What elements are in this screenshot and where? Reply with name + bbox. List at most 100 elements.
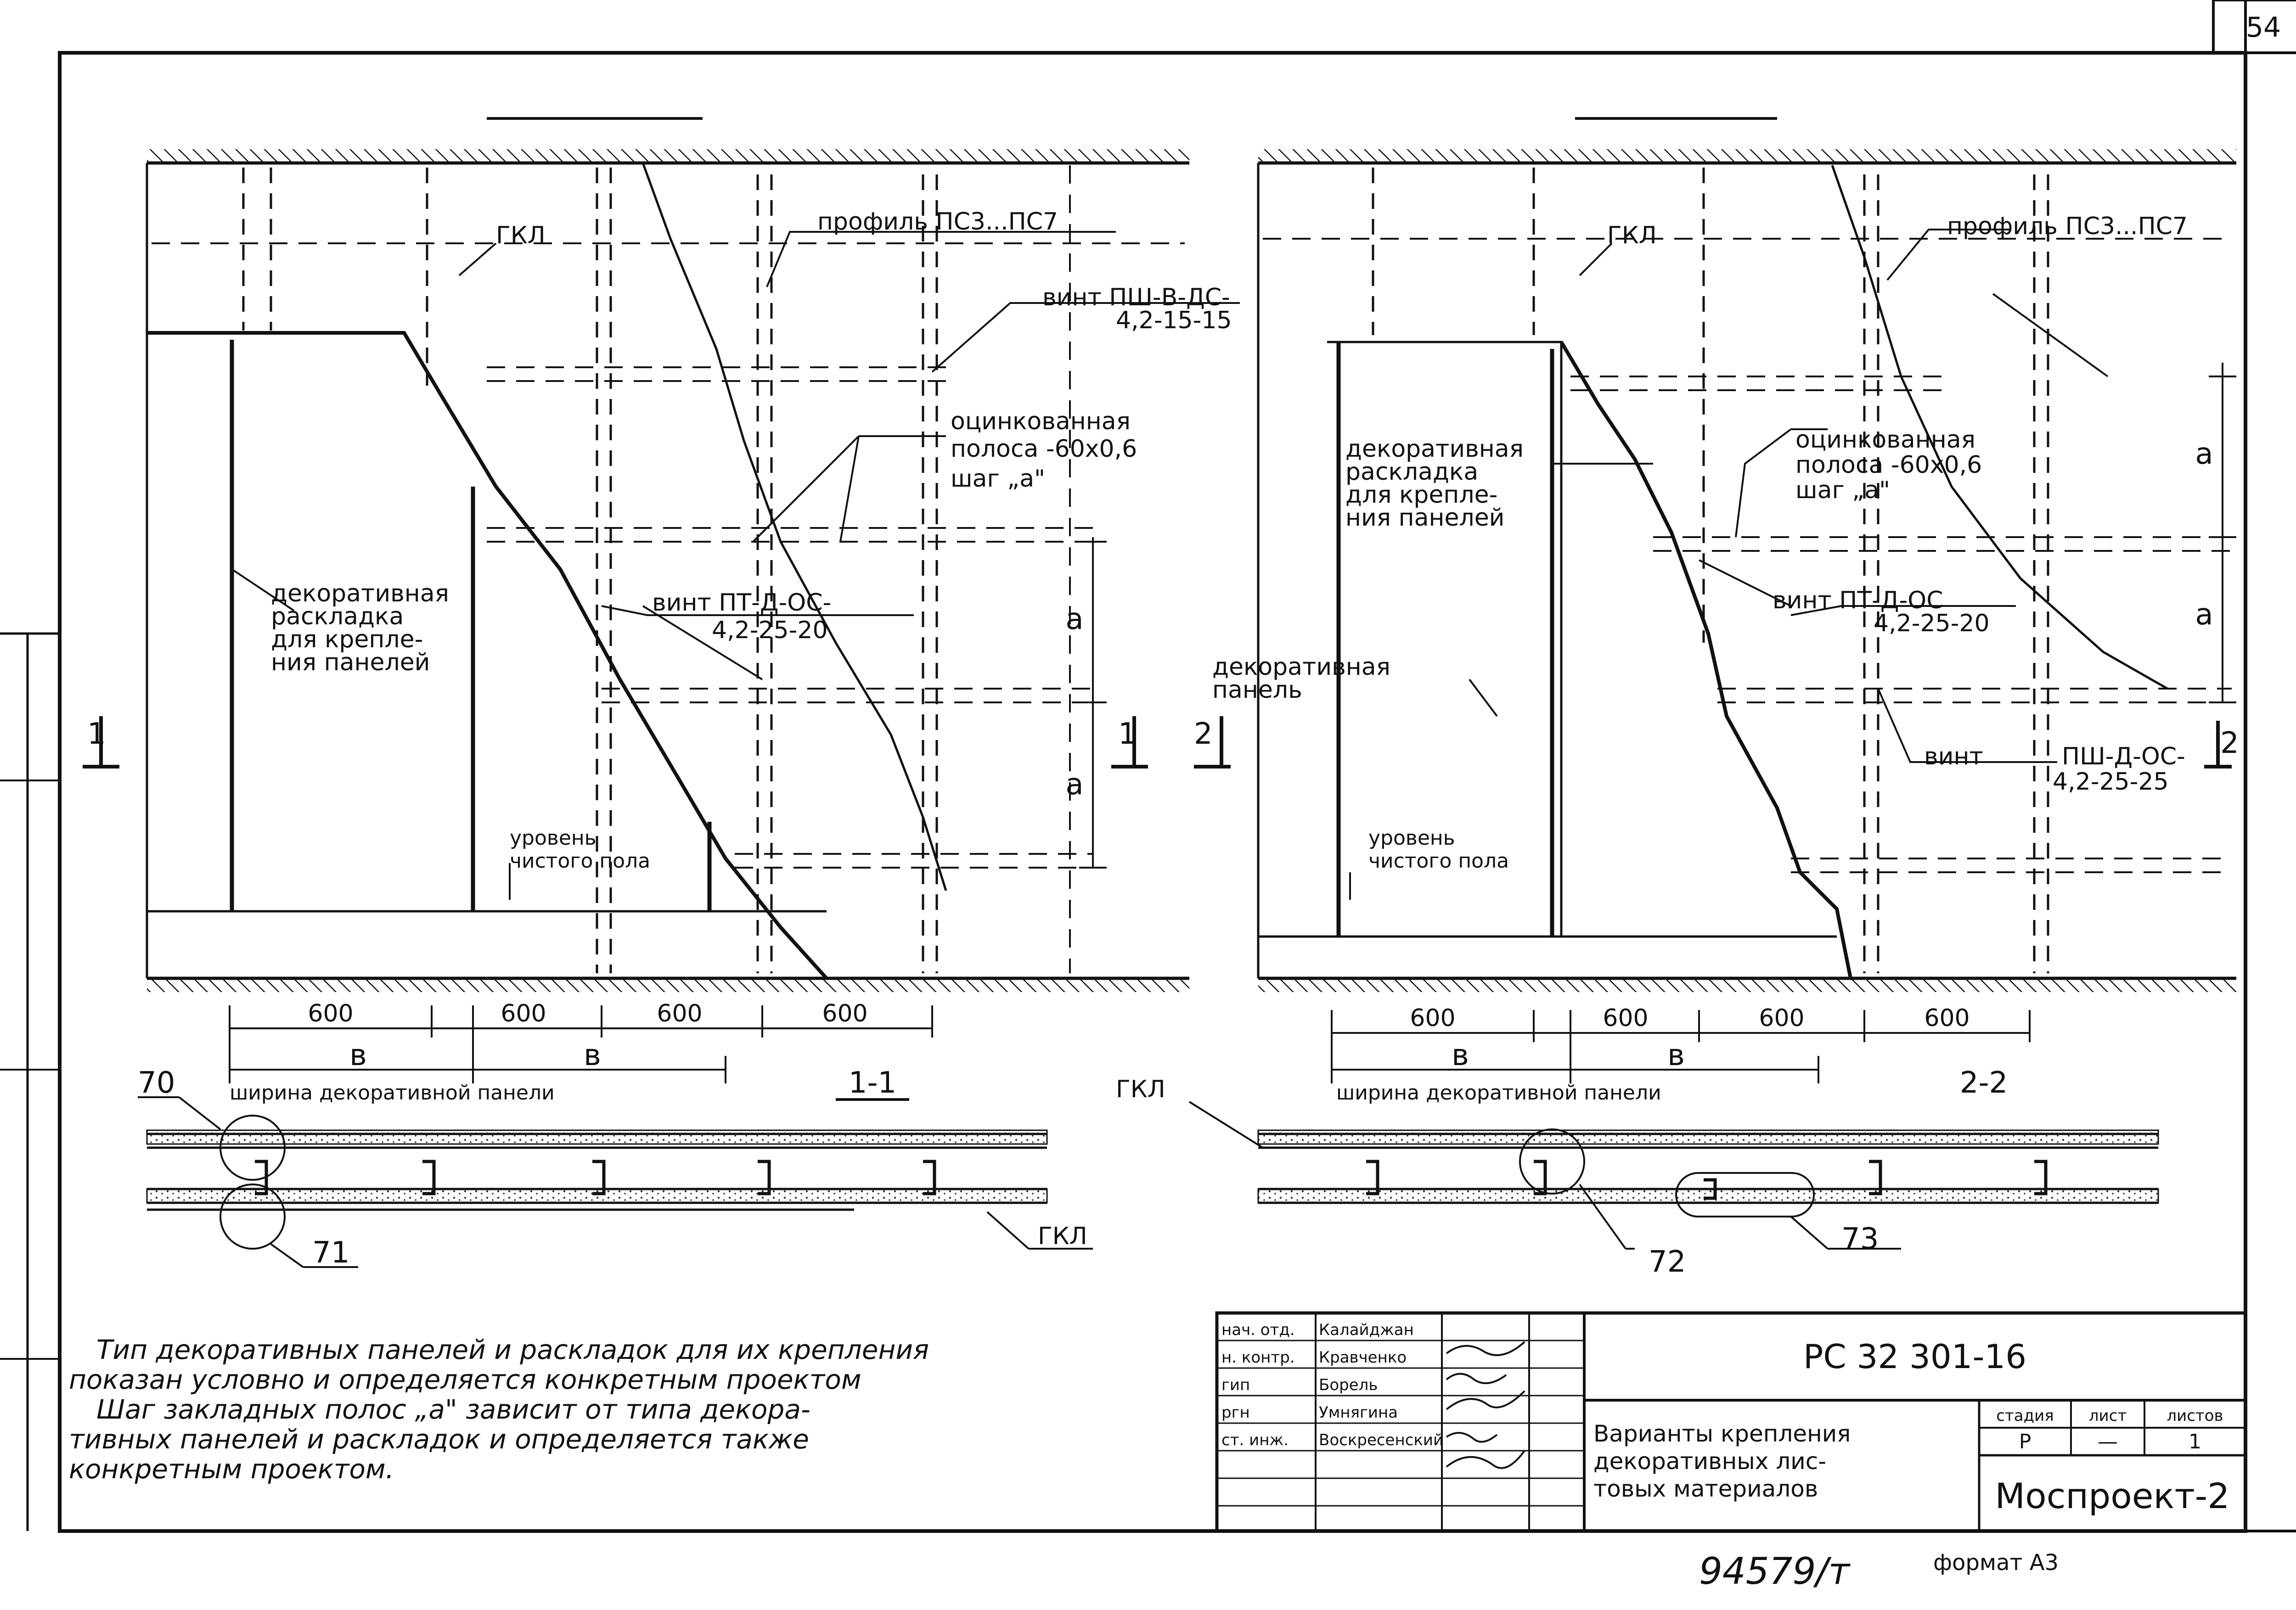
v1-dim-600-3: 600 [657,1000,702,1027]
v1-section-mark-left: 1 [87,717,106,751]
v1-strip-1: оцинкованная [951,408,1131,435]
gkl-right-top: ГКЛ [1116,1076,1165,1103]
role-1: нач. отд. [1221,1321,1295,1339]
v1-screw-top-1: винт ПШ-В-ДС- [1042,284,1230,311]
v2-dec-lay-2: раскладка [1345,458,1478,486]
v2-dec-panel-2: панель [1212,676,1302,704]
node-70: 70 [138,1066,175,1100]
v2-screw-low-1: винт [1924,743,1983,770]
node-71: 71 [312,1236,349,1270]
v1-floor-1: уровень [510,826,597,850]
v1-dim-a2: а [1065,768,1083,802]
v1-screw-top-2: 4,2-15-15 [1116,307,1232,334]
gkl-left-bottom: ГКЛ [1038,1223,1087,1250]
v1-strip-2: полоса -60х0,6 [951,435,1137,463]
v2-profile-label: профиль ПС3...ПС7 [1947,213,2188,240]
node-73: 73 [1841,1222,1879,1256]
note-line-5: конкретным проектом. [69,1453,394,1485]
v1-profile-label: профиль ПС3...ПС7 [817,208,1058,236]
v1-dec-lay-4: ния панелей [271,649,430,676]
v2-dim-600-2: 600 [1603,1004,1648,1032]
v1-section-title: 1-1 [849,1066,897,1100]
v2-width-label: ширина декоративной панели [1336,1081,1661,1105]
page-number: 54 [2246,11,2281,44]
stage-value: Р [2019,1430,2032,1453]
v2-section-mark-right: 2 [2220,726,2239,760]
page-number-box [2212,0,2296,54]
role-3: гип [1221,1376,1250,1394]
node-72: 72 [1649,1245,1686,1279]
sheets-header: листов [2167,1407,2223,1425]
v2-dim-600-4: 600 [1924,1004,1970,1032]
v2-dec-lay-4: ния панелей [1345,504,1504,532]
note-line-3: Шаг закладных полос „а" зависит от типа … [96,1394,810,1425]
v2-screw-mid-1: винт ПТ-Д-ОС [1773,587,1943,614]
role-5: ст. инж. [1221,1431,1289,1449]
v2-section-mark-left: 2 [1194,717,1213,751]
name-4: Умнягина [1319,1403,1398,1422]
general-notes: Тип декоративных панелей и раскладок для… [69,1334,929,1485]
v2-dim-600-1: 600 [1410,1004,1455,1032]
v2-dim-600-3: 600 [1759,1004,1804,1032]
v2-floor-1: уровень [1368,826,1455,850]
v1-dec-lay-2: раскладка [271,603,404,630]
section-1-1: 70 71 ГКЛ [138,1066,1093,1270]
v1-dim-600-2: 600 [501,1000,546,1027]
sheets-value: 1 [2189,1430,2201,1453]
archive-number: 94579/т [1699,1550,1851,1593]
note-line-2: показан условно и определяется конкретны… [69,1364,861,1395]
v1-screw-mid-2: 4,2-25-20 [712,617,828,644]
v2-dim-b1: в [1452,1038,1469,1072]
v2-dec-lay-1: декоративная [1345,435,1524,463]
v1-dim-600-4: 600 [822,1000,867,1027]
variant-1-elevation: ГКЛ профиль ПС3...ПС7 винт ПШ-В-ДС- 4,2-… [83,117,1240,1105]
name-1: Калайджан [1319,1321,1414,1339]
stage-header: стадия [1996,1407,2054,1425]
v2-floor-2: чистого пола [1368,849,1509,873]
v2-strip-1: оцинкованная [1795,426,1975,454]
title-block [1215,1311,2247,1533]
v1-dec-lay-3: для крепле- [271,626,423,653]
v1-dim-600-1: 600 [308,1000,353,1027]
v2-dim-a2: а [2195,598,2213,632]
v1-dec-lay-1: декоративная [271,580,449,607]
name-3: Борель [1319,1376,1378,1394]
v1-screw-mid-1: винт ПТ-Д-ОС- [652,589,831,617]
note-line-1: Тип декоративных панелей и раскладок для… [96,1334,929,1365]
section-2-2: ГКЛ 72 73 [1116,1076,2159,1279]
v1-dim-b1: в [349,1038,367,1072]
sheet-value: — [2098,1430,2118,1453]
v2-dim-a1: а [2195,437,2213,471]
v2-gkl-label: ГКЛ [1607,222,1657,249]
v1-section-mark-right: 1 [1118,717,1137,751]
v2-section-title: 2-2 [1960,1066,2008,1100]
v1-floor-2: чистого пола [510,849,650,873]
role-2: н. контр. [1221,1348,1295,1367]
v2-dec-panel-1: декоративная [1212,653,1390,681]
title-code: РС 32 301-16 [1803,1337,2026,1376]
v2-screw-mid-2: 4,2-25-20 [1874,610,1990,637]
v1-gkl-label: ГКЛ [496,222,546,249]
sheet-frame [0,0,2296,1533]
v1-width-label: ширина декоративной панели [230,1081,555,1105]
v2-dim-b2: в [1667,1038,1685,1072]
drawing-title-3: товых материалов [1593,1475,1818,1502]
name-2: Кравченко [1319,1348,1407,1367]
note-line-4: тивных панелей и раскладок и определяетс… [69,1424,809,1455]
v2-screw-low-2: ПШ-Д-ОС- [2062,743,2185,770]
organization: Моспроект-2 [1995,1475,2230,1516]
v2-screw-low-3: 4,2-25-25 [2053,768,2169,796]
drawing-title-1: Варианты крепления [1593,1420,1851,1447]
v1-dim-b2: в [584,1038,601,1072]
name-5: Воскресенский [1319,1431,1443,1449]
v2-dec-lay-3: для крепле- [1345,481,1497,509]
role-4: ргн [1221,1403,1250,1422]
variant-2-elevation: ГКЛ профиль ПС3...ПС7 декоративная раскл… [1194,117,2239,1105]
v2-strip-2: полоса -60х0,6 [1795,451,1982,479]
sheet-header: лист [2089,1407,2127,1425]
v2-strip-3: шаг „а" [1795,477,1890,504]
drawing-title-2: декоративных лис- [1593,1448,1826,1475]
v1-strip-3: шаг „а" [951,465,1045,493]
v1-dim-a1: а [1065,602,1083,636]
